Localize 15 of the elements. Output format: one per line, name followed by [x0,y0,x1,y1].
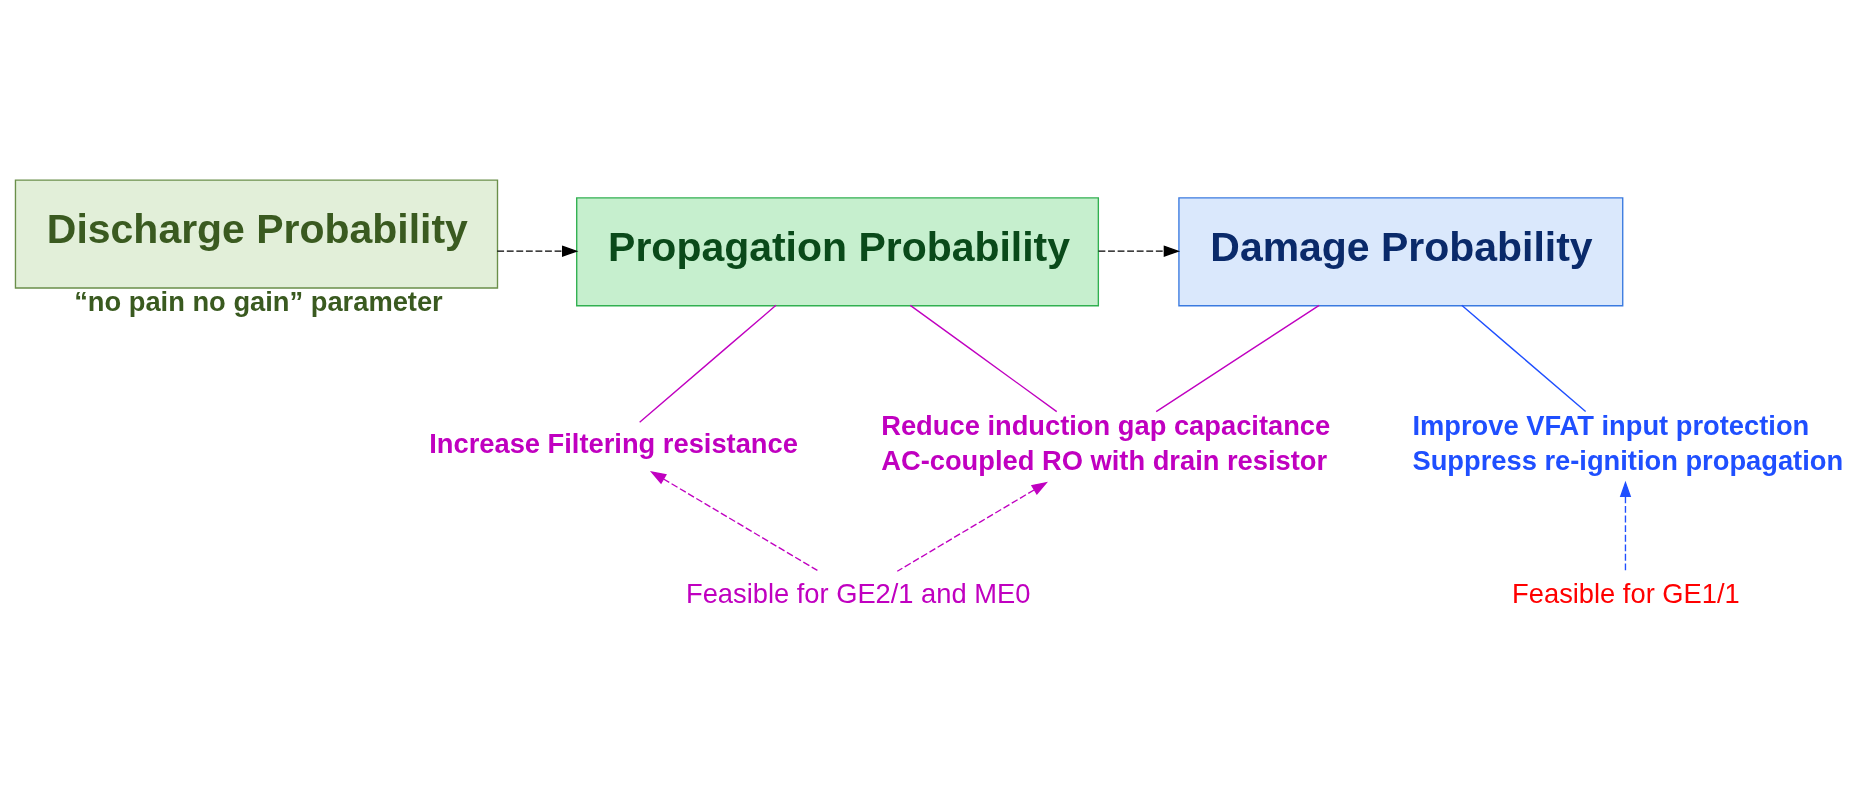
node-label: “no pain no gain” parameter [74,286,443,318]
node-text: Feasible for GE1/1 [1512,577,1740,609]
arrow [1619,480,1632,572]
node-text: Increase Filtering resistance [429,427,798,459]
connector [909,304,1058,413]
connector [1461,304,1587,413]
arrow [896,481,1048,572]
node-text: Improve VFAT input protection Suppress re-ignition propagation [1412,409,1844,477]
node-text: Reduce induction gap capacitance AC-coupled RO with drain resistor [881,409,1331,477]
arrow [1097,245,1181,257]
node-text: Feasible for GE2/1 and ME0 [685,577,1031,609]
connector [1155,304,1320,413]
arrow [649,470,820,572]
connector [638,304,777,423]
arrow [496,245,579,257]
